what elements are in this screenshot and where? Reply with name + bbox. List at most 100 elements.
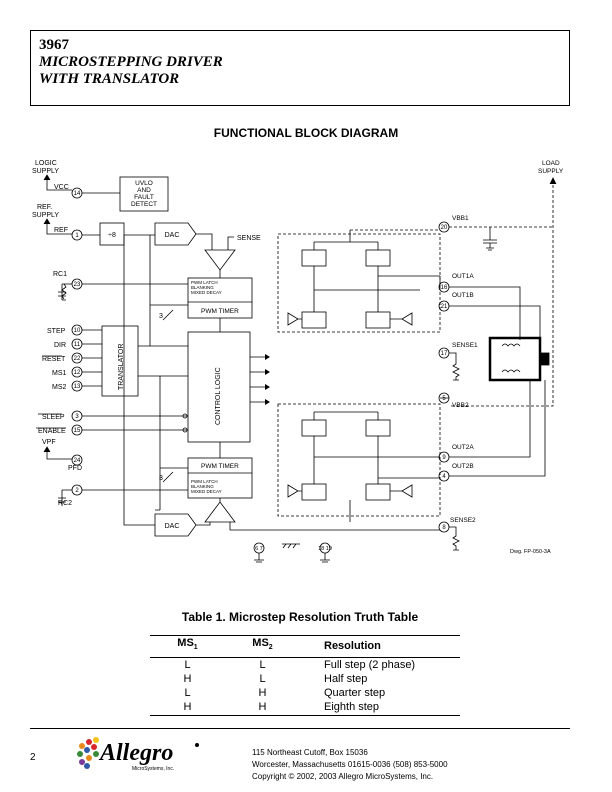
vcc-label: VCC xyxy=(54,184,69,191)
motor-shaft xyxy=(539,352,550,366)
diagram-title: FUNCTIONAL BLOCK DIAGRAM xyxy=(213,126,399,140)
uvlo-label-3: FAULT xyxy=(134,194,154,201)
sense1-label: SENSE1 xyxy=(452,342,478,349)
table-row: H H Eighth step xyxy=(150,700,460,717)
header-resolution: Resolution xyxy=(300,635,460,659)
comparator-bottom xyxy=(204,501,236,523)
uvlo-label-1: UVLO xyxy=(135,180,153,187)
cell-ms2: H xyxy=(225,700,300,717)
truth-table: MS1 MS2 Resolution L L Full step (2 phas… xyxy=(150,635,460,717)
bridge-transistors-1 xyxy=(287,230,440,329)
uvlo-block xyxy=(119,176,169,212)
pwm-timer-top-label: PWM TIMER xyxy=(201,308,239,315)
pin-dir: 11 xyxy=(74,342,81,348)
cell-ms1: H xyxy=(150,700,225,717)
comparator-top xyxy=(204,249,236,271)
out2a-label: OUT2A xyxy=(452,444,474,451)
logo-text: Allegro xyxy=(98,740,173,766)
cell-ms2: L xyxy=(259,673,266,686)
logic-supply-label: LOGIC xyxy=(35,160,57,167)
address-line-2: Worcester, Massachusetts 01615-0036 (508… xyxy=(252,760,448,769)
cell-ms1: L xyxy=(184,659,191,672)
pin-ms1: 12 xyxy=(74,370,81,376)
rc2-label: RC2 xyxy=(58,500,72,507)
pin-vcc: 14 xyxy=(74,191,81,197)
pin-reset: 22 xyxy=(74,356,81,362)
cell-resolution: Full step (2 phase) xyxy=(324,659,416,672)
translator-label: TRANSLATOR xyxy=(118,344,125,390)
sleep-label: SLEEP xyxy=(42,414,65,421)
table-row: L L Full step (2 phase) xyxy=(150,658,460,673)
cell-ms1: H xyxy=(183,673,192,686)
bridge-transistors-2 xyxy=(287,411,440,522)
cell-ms2: H xyxy=(258,687,267,700)
ref-label: REF xyxy=(54,227,68,234)
allegro-logo: Allegro MicroSystems, Inc. xyxy=(77,737,199,772)
footer-rule xyxy=(30,728,570,729)
control-logic-label: CONTROL LOGIC xyxy=(215,367,222,425)
uvlo-label-4: DETECT xyxy=(131,201,157,208)
bus-width-bottom: 3 xyxy=(159,475,163,482)
divide-by-8-block xyxy=(99,222,125,246)
uvlo-label-2: AND xyxy=(137,187,151,194)
ref-supply-label-2: SUPPLY xyxy=(32,212,59,219)
pfd-label: PFD xyxy=(68,465,82,472)
load-supply-label-2: SUPPLY xyxy=(538,168,564,175)
out1a-label: OUT1A xyxy=(452,273,474,280)
logic-supply-label-2: SUPPLY xyxy=(32,168,59,175)
dac-bottom xyxy=(154,513,197,537)
pin-out2b: 4 xyxy=(442,474,446,480)
logo-subtext: MicroSystems, Inc. xyxy=(132,766,174,772)
cell-resolution: Half step xyxy=(324,673,368,686)
vbb1-label: VBB1 xyxy=(452,215,469,222)
pin-step: 10 xyxy=(74,328,81,334)
address-line-1: 115 Northeast Cutoff, Box 15036 xyxy=(252,748,368,757)
div8-label: ÷8 xyxy=(108,232,116,239)
sense2-label: SENSE2 xyxy=(450,517,476,524)
step-label: STEP xyxy=(47,328,66,335)
pwm-blanking-label-b: BLANKING xyxy=(191,484,214,489)
vbb2-label: VBB2 xyxy=(452,402,469,409)
pwm-mixed-decay-label-b: MIXED DECAY xyxy=(191,489,222,494)
pin-enable: 15 xyxy=(74,428,81,434)
pin-gnd-a: 6 7 xyxy=(255,546,263,552)
pin-rc2: 2 xyxy=(75,488,79,494)
cell-ms1: L xyxy=(184,687,191,700)
pwm-timer-bottom-label: PWM TIMER xyxy=(201,463,239,470)
dac-top xyxy=(154,222,197,246)
cell-resolution: Eighth step xyxy=(300,700,460,717)
title-line-1: MICROSTEPPING DRIVER xyxy=(39,54,223,70)
ms1-label: MS1 xyxy=(52,370,67,377)
copyright: Copyright © 2002, 2003 Allegro MicroSyst… xyxy=(252,772,434,781)
pwm-latch-label: PWM LATCH xyxy=(191,280,218,285)
translator-block xyxy=(101,325,139,397)
table-title: Table 1. Microstep Resolution Truth Tabl… xyxy=(181,610,419,624)
logo-dot-matrix-icon xyxy=(77,737,99,769)
pin-out2a: 9 xyxy=(442,455,446,461)
drawing-number: Dwg. FP-050-3A xyxy=(510,549,551,555)
header-ms1: MS1 xyxy=(150,635,225,659)
pwm-mixed-decay-label: MIXED DECAY xyxy=(191,290,222,295)
header-ms2: MS2 xyxy=(225,635,300,659)
dac-top-label: DAC xyxy=(165,232,180,239)
bus-width-top: 3 xyxy=(159,313,163,320)
pin-gnd-b: 18 19 xyxy=(318,546,332,552)
ref-supply-label: REF. xyxy=(37,204,52,211)
pin-out1a: 16 xyxy=(441,285,448,291)
table-row: H L Half step xyxy=(150,672,460,686)
pwm-blanking-label: BLANKING xyxy=(191,285,214,290)
pin-vbb2: 5 xyxy=(442,396,446,402)
cell-resolution: Quarter step xyxy=(324,687,386,700)
pin-pfd: 24 xyxy=(74,458,81,464)
pin-ref: 1 xyxy=(75,233,79,239)
reset-label: RESET xyxy=(42,356,66,363)
out1b-label: OUT1B xyxy=(452,292,474,299)
pin-vbb1: 20 xyxy=(441,225,448,231)
pin-rc1: 23 xyxy=(74,282,81,288)
page-number: 2 xyxy=(30,752,36,763)
sense-label: SENSE xyxy=(237,235,261,242)
header-box: 3967 MICROSTEPPING DRIVER WITH TRANSLATO… xyxy=(30,30,570,106)
rc1-label: RC1 xyxy=(53,271,67,278)
load-supply-label: LOAD xyxy=(542,160,560,167)
enable-label: ENABLE xyxy=(38,428,66,435)
